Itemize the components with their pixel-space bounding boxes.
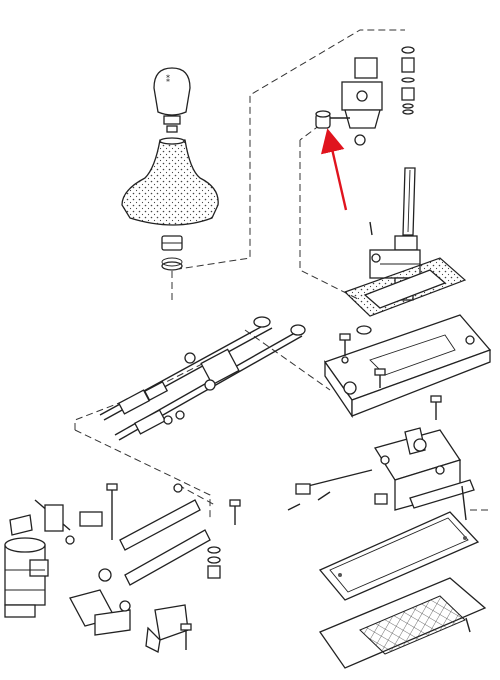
base-gasket <box>318 511 480 601</box>
housing-bolts <box>339 325 442 420</box>
selector-cable-arm <box>409 479 475 521</box>
shift-cable-upper <box>99 316 273 421</box>
callout-arrow <box>320 128 348 211</box>
svg-text:⁑: ⁑ <box>166 73 170 84</box>
pivot-bushing <box>315 110 331 129</box>
linkage-rods <box>106 483 211 586</box>
linkage-fasteners <box>173 483 241 579</box>
assembly-guide-lines <box>74 29 490 520</box>
gearbox-housing <box>4 537 49 618</box>
linkage-arms <box>69 568 192 653</box>
shift-rod <box>402 167 416 236</box>
seal-gasket-upper <box>343 257 467 317</box>
shift-housing <box>323 314 492 419</box>
cable-junction-block <box>163 348 240 425</box>
shift-cable-lower <box>114 324 306 441</box>
selector-lever-left <box>9 499 103 545</box>
base-plate <box>319 577 487 669</box>
shift-lever-bracket <box>330 57 383 146</box>
boot-retaining-ring <box>161 235 183 271</box>
shift-knob: ⁑ <box>153 67 191 133</box>
right-fastener-stack <box>401 46 415 115</box>
shift-boot <box>121 137 219 226</box>
